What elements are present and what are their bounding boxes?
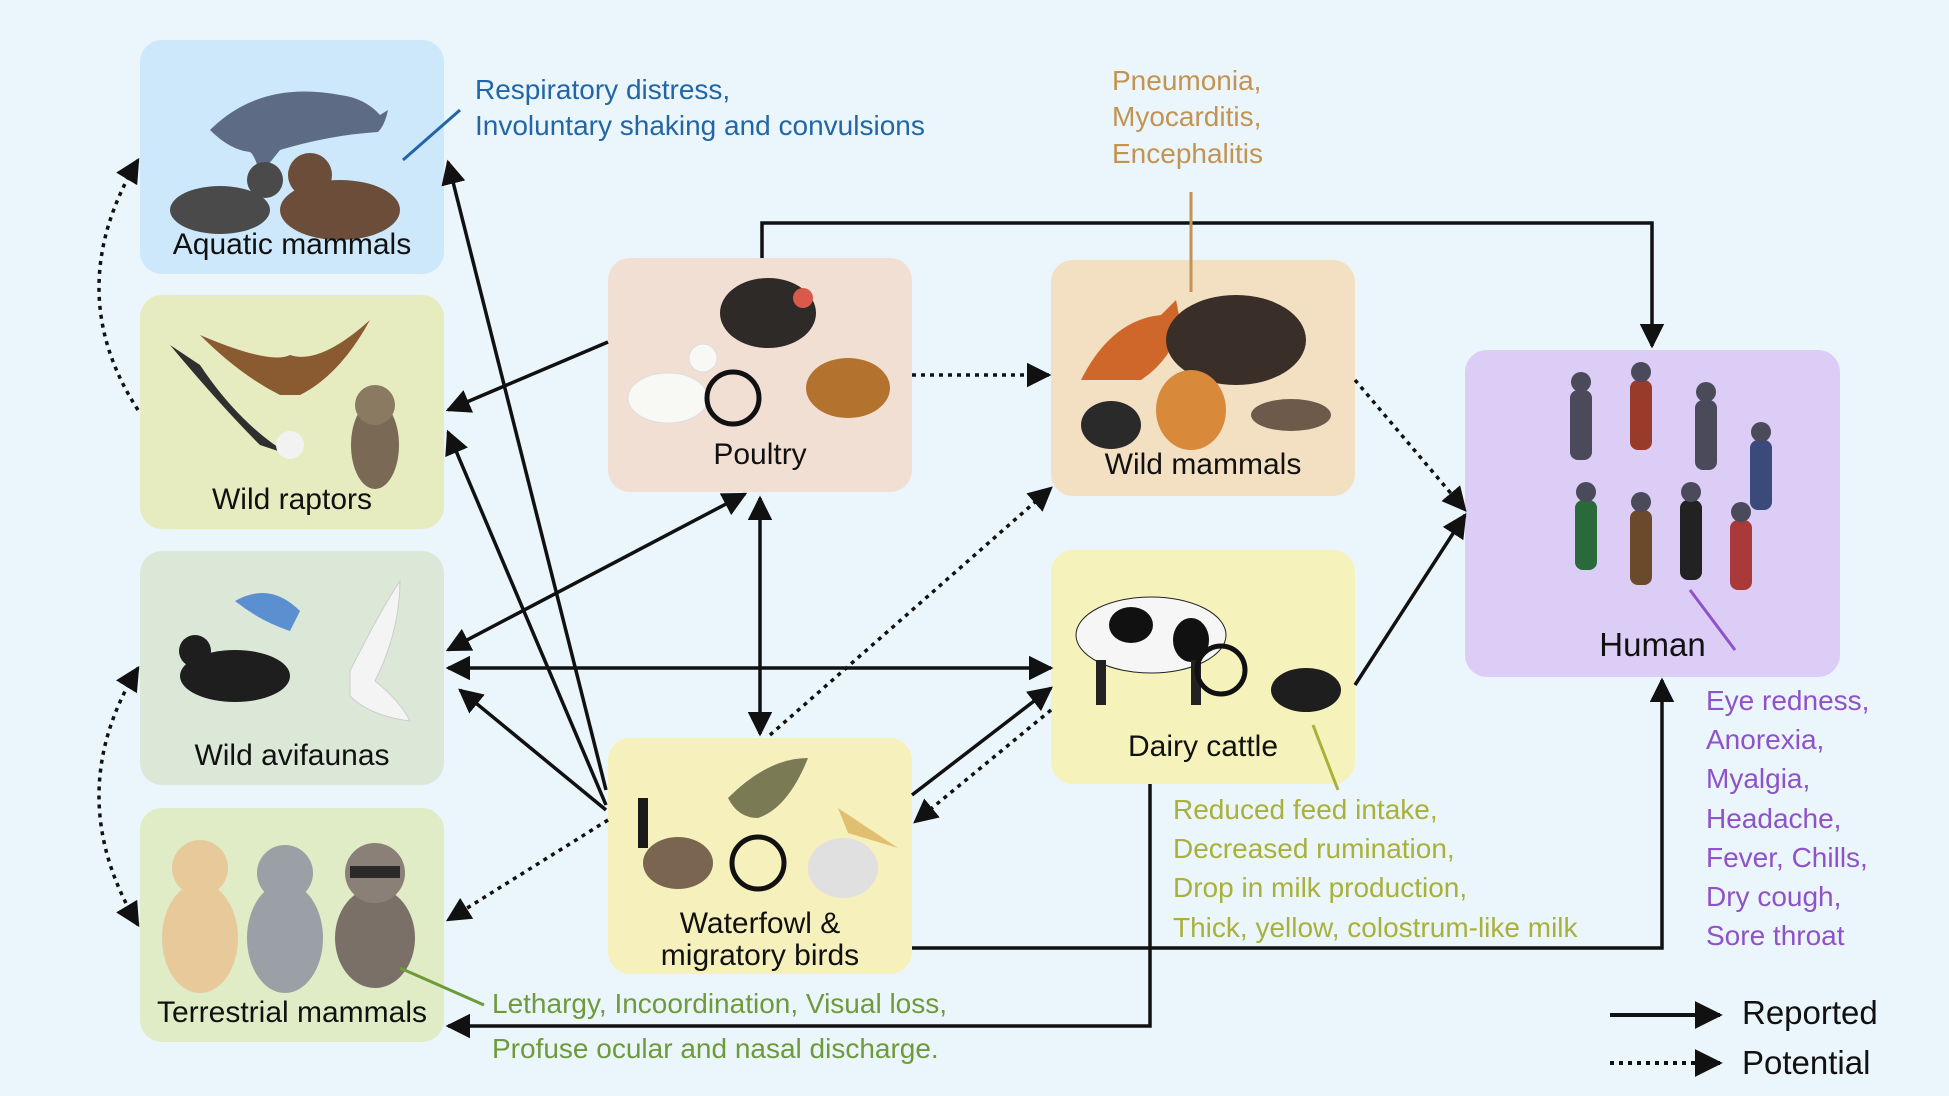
symptom-line: Dry cough, [1706,880,1842,912]
legend-potential-label: Potential [1742,1044,1871,1081]
symptoms-aquatic: Respiratory distress, Involuntary shakin… [475,72,925,145]
legend-reported-label: Reported [1742,994,1878,1031]
callout-line-dairy [1311,724,1340,791]
dog-cat-raccoon-picture [162,840,415,993]
symptoms-human: Eye redness, Anorexia, Myalgia, Headache… [1706,681,1869,955]
fox-bear-tiger-otter-picture [1081,295,1331,450]
cow-calf-picture [1075,596,1341,712]
node-label-line2: migratory birds [660,939,860,972]
node-wild-mammals: Wild mammals [1051,260,1355,496]
node-label: Waterfowl & migratory birds [608,908,912,972]
node-label: Human [1599,626,1706,663]
node-label: Wild avifaunas [194,739,390,772]
node-human: Human [1465,350,1840,677]
symptom-line: Involuntary shaking and convulsions [475,110,925,142]
arrow-waterfowl-dairy [910,686,1053,797]
symptom-line: Respiratory distress, [475,74,731,105]
symptom-line: Pneumonia, [1112,65,1262,96]
symptom-line: Profuse ocular and nasal discharge. [492,1032,939,1064]
arrow-waterfowl-aquatic [441,159,608,791]
node-wild-avifaunas: Wild avifaunas [140,551,444,785]
node-aquatic-mammals: Aquatic mammals [140,40,444,274]
node-label: Wild raptors [211,483,373,516]
crow-bluebird-dove-picture [179,579,411,722]
arrow-waterfowl-raptors [445,429,608,806]
node-label: Terrestrial mammals [156,996,428,1029]
arrow-waterfowl-human [912,677,1675,950]
arrow-poultry-human [760,221,1665,349]
node-label: Poultry [713,438,807,471]
callout-line-terrestrial [399,966,485,1007]
arrow-wildmammals-human [1353,378,1467,512]
symptom-line: Headache, [1706,802,1842,834]
arrow-raptors-aquatic [97,157,140,411]
eagle-falcon-owl-picture [170,320,399,489]
dolphin-sealion-walrus-picture [170,91,400,240]
node-wild-raptors: Wild raptors [140,295,444,529]
symptom-line: Encephalitis [1112,137,1263,169]
people-crowd-picture [1570,362,1772,590]
symptom-line: Decreased rumination, [1173,833,1455,865]
symptom-line: Fever, Chills, [1706,841,1868,873]
arrow-avifaunas-terrestrial [97,665,140,928]
callout-line-human [1688,589,1737,651]
node-poultry: Poultry [608,258,912,492]
arrow-waterfowl-avifaunas [458,688,608,812]
symptom-line: Reduced feed intake, [1173,794,1438,825]
symptoms-dairy: Reduced feed intake, Decreased ruminatio… [1173,790,1578,947]
node-label: Aquatic mammals [172,228,412,261]
symptoms-terrestrial: Lethargy, Incoordination, Visual loss, P… [492,982,947,1072]
node-label: Wild mammals [1104,448,1302,481]
arrow-waterfowl-terrestrial [445,818,609,922]
symptom-line: Anorexia, [1706,724,1825,756]
arrow-waterfowl-wildmammals [768,486,1053,737]
node-label-line1: Waterfowl & [679,907,841,940]
node-label: Dairy cattle [1127,730,1279,763]
symptom-line: Myocarditis, [1112,101,1262,133]
arrow-poultry-avifaunas [445,492,748,652]
symptom-line: Lethargy, Incoordination, Visual loss, [492,988,948,1019]
node-terrestrial-mammals: Terrestrial mammals [140,808,444,1042]
duck-goose-pelican-picture [638,758,898,898]
symptoms-wild-mammals: Pneumonia, Myocarditis, Encephalitis [1112,63,1263,172]
arrow-dairy-human [1353,512,1467,686]
arrow-poultry-raptors [445,340,609,413]
node-dairy-cattle: Dairy cattle [1051,550,1355,784]
node-waterfowl-migratory-birds: Waterfowl & migratory birds [608,738,912,974]
symptom-line: Sore throat [1706,920,1845,952]
symptom-line: Eye redness, [1706,685,1870,716]
arrow-dairy-waterfowl [913,708,1053,824]
callout-line-aquatic [402,108,461,162]
symptom-line: Thick, yellow, colostrum-like milk [1173,911,1578,943]
symptom-line: Drop in milk production, [1173,872,1468,904]
arrow-dairy-terrestrial [445,784,1152,1039]
turkey-duck-chicken-picture [627,278,890,427]
symptom-line: Myalgia, [1706,763,1811,795]
